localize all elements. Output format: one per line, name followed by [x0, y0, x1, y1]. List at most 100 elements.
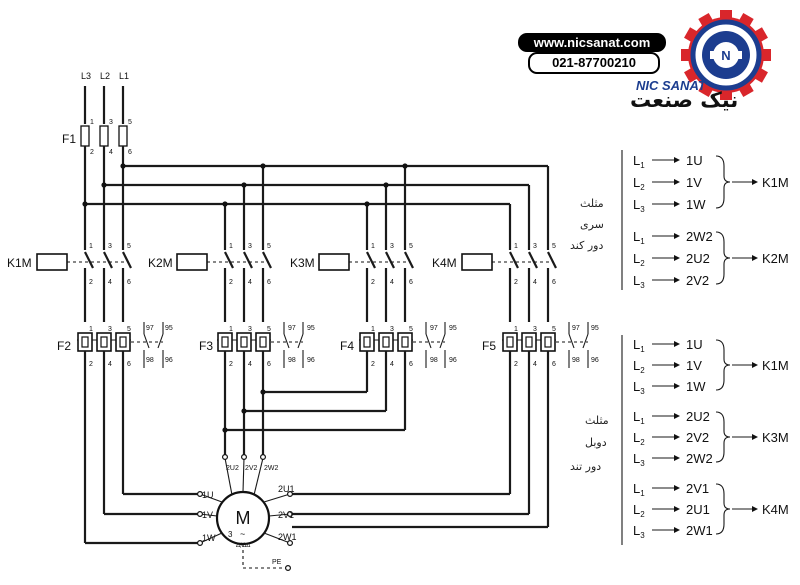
- svg-text:4: 4: [109, 149, 113, 156]
- svg-text:2W1: 2W1: [278, 532, 297, 542]
- double-caption-3: دور تند: [570, 460, 601, 473]
- svg-text:4: 4: [108, 361, 112, 368]
- svg-text:97: 97: [430, 325, 438, 332]
- line-label: L1: [633, 337, 645, 354]
- svg-text:5: 5: [267, 243, 271, 250]
- svg-text:1V: 1V: [202, 510, 213, 520]
- svg-text:1: 1: [371, 326, 375, 333]
- svg-text:2: 2: [514, 361, 518, 368]
- supply-lines: L3 L2 L1: [81, 71, 129, 124]
- motor-phase: 3: [228, 530, 233, 539]
- overload-elements: [77, 322, 164, 370]
- supply-label-L1: L1: [119, 71, 129, 81]
- motor-winding: Δ/ΔΔ: [236, 542, 251, 549]
- svg-text:4: 4: [390, 361, 394, 368]
- arrow-icon: [752, 255, 758, 261]
- terminal-label: 2W2: [686, 229, 713, 244]
- svg-text:1: 1: [229, 326, 233, 333]
- supply-label-L3: L3: [81, 71, 91, 81]
- contactor-target: K1M: [762, 175, 789, 190]
- line-label: L2: [633, 430, 645, 447]
- svg-text:5: 5: [127, 243, 131, 250]
- svg-text:2: 2: [371, 361, 375, 368]
- table-row: L2 1V: [633, 175, 702, 192]
- svg-text:3: 3: [390, 326, 394, 333]
- svg-text:6: 6: [128, 149, 132, 156]
- line-label: L3: [633, 451, 645, 468]
- svg-text:2U2: 2U2: [226, 465, 239, 472]
- svg-text:2: 2: [229, 279, 233, 286]
- svg-text:5: 5: [267, 326, 271, 333]
- svg-text:95: 95: [591, 325, 599, 332]
- motor-feeders: [83, 370, 550, 545]
- svg-text:3: 3: [108, 326, 112, 333]
- terminal-label: 2U2: [686, 251, 710, 266]
- motor: M 3 ~ Δ/ΔΔ 2U2 2V2 2W2 1U 1V 1W 2U1 2V1 …: [197, 454, 297, 571]
- svg-text:4: 4: [108, 279, 112, 286]
- overload-f5: F5 1 3 5 2 4 6 97 95 98 96: [482, 325, 599, 368]
- contactor-label: K2M: [148, 256, 173, 270]
- svg-text:98: 98: [430, 357, 438, 364]
- earth-label: PE: [272, 559, 282, 566]
- coil: [176, 253, 208, 271]
- contactor-k3m: K3M 1 3 5 2 4 6: [290, 243, 413, 286]
- svg-text:96: 96: [307, 357, 315, 364]
- coil: [461, 253, 493, 271]
- overload-elements: [502, 322, 589, 370]
- line-label: L1: [633, 229, 645, 246]
- svg-text:2: 2: [371, 279, 375, 286]
- svg-text:97: 97: [146, 325, 154, 332]
- terminal-label: 2V1: [686, 481, 709, 496]
- coil: [36, 253, 68, 271]
- contactors: K1M 1 3 5 2 4 6 K2M 1 3 5 2 4 6 K3M 1 3 …: [7, 238, 557, 322]
- terminal-label: 1W: [686, 197, 706, 212]
- svg-text:6: 6: [127, 361, 131, 368]
- svg-text:2: 2: [89, 279, 93, 286]
- contactor-poles: [492, 238, 557, 322]
- svg-text:3: 3: [390, 243, 394, 250]
- svg-text:3: 3: [108, 243, 112, 250]
- svg-text:1: 1: [229, 243, 233, 250]
- coil: [318, 253, 350, 271]
- svg-text:4: 4: [533, 361, 537, 368]
- terminal-label: 2V2: [686, 273, 709, 288]
- svg-text:1: 1: [90, 119, 94, 126]
- svg-text:4: 4: [390, 279, 394, 286]
- contactor-target: K2M: [762, 251, 789, 266]
- line-label: L2: [633, 175, 645, 192]
- contactor-poles: [67, 238, 132, 322]
- svg-text:2: 2: [229, 361, 233, 368]
- svg-text:4: 4: [248, 279, 252, 286]
- bus-bars: [82, 146, 550, 238]
- svg-text:5: 5: [127, 326, 131, 333]
- terminal-label: 1V: [686, 175, 702, 190]
- svg-text:1U: 1U: [202, 490, 214, 500]
- double-caption-1: مثلث: [585, 414, 609, 427]
- svg-text:1: 1: [371, 243, 375, 250]
- contactor-k2m: K2M 1 3 5 2 4 6: [148, 243, 271, 286]
- contactor-target: K4M: [762, 502, 789, 517]
- website-badge: www.nicsanat.com: [518, 33, 666, 52]
- svg-text:6: 6: [409, 279, 413, 286]
- svg-text:4: 4: [248, 361, 252, 368]
- terminal-label: 2U1: [686, 502, 710, 517]
- overload-label: F3: [199, 339, 213, 353]
- svg-text:5: 5: [409, 326, 413, 333]
- arrow-icon: [752, 362, 758, 368]
- svg-text:1: 1: [514, 326, 518, 333]
- svg-text:1W: 1W: [202, 533, 216, 543]
- svg-text:5: 5: [552, 243, 556, 250]
- line-label: L1: [633, 153, 645, 170]
